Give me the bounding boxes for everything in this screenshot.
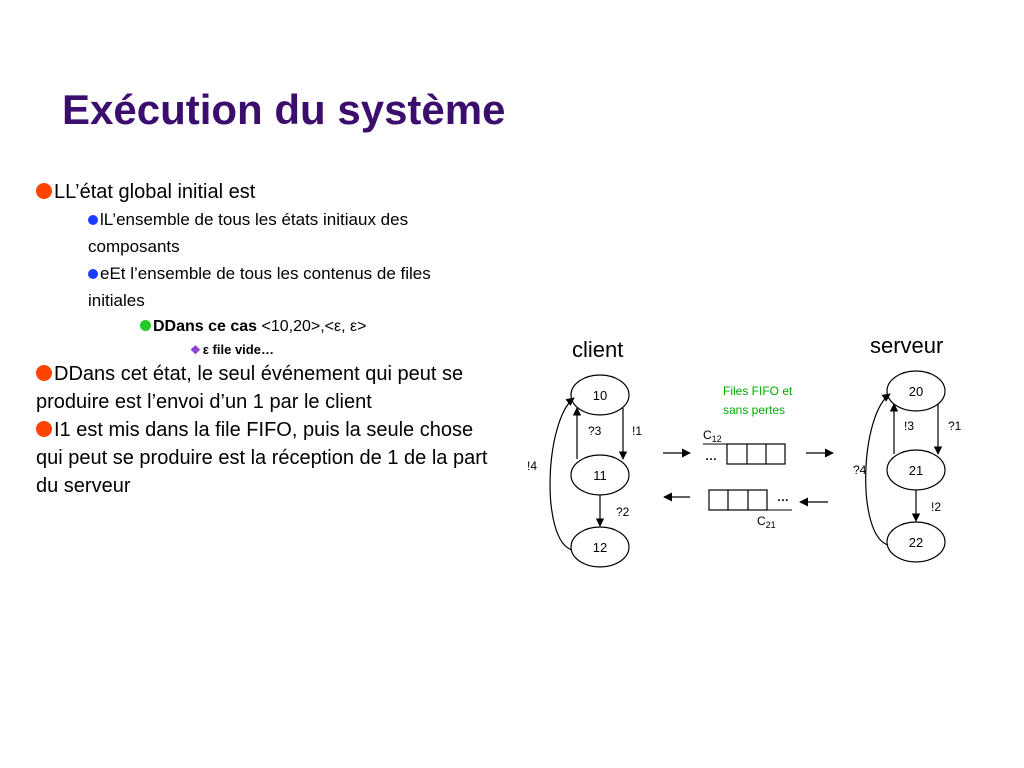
server-state-20-label: 20 [909, 384, 923, 399]
server-state-22 [886, 521, 946, 563]
client-trans-q2: ?2 [616, 505, 630, 519]
server-state-22-label: 22 [909, 535, 923, 550]
orange-bullet-icon [36, 421, 52, 437]
c21-label: C21 [757, 514, 776, 530]
sub-sub-sub-bullet-empty: ❖ε file vide… [190, 342, 274, 357]
bullet-list: LL’état global initial est lL’ensemble d… [36, 178, 526, 500]
orange-bullet-icon [36, 183, 52, 199]
server-state-21-label: 21 [909, 463, 923, 478]
server-label: serveur [870, 333, 943, 358]
server-automaton: 20 21 22 !3 ?1 ?4 !2 [853, 370, 962, 563]
client-state-12-label: 12 [593, 540, 607, 555]
orange-bullet-icon [36, 365, 52, 381]
sub-sub-bullet-case: DDans ce cas <10,20>,<ε, ε> [36, 314, 526, 340]
blue-bullet-icon [88, 269, 98, 279]
client-trans-e1: !1 [632, 424, 642, 438]
server-trans-q1: ?1 [948, 419, 962, 433]
client-state-11-label: 11 [593, 468, 607, 483]
bullet-event: DDans cet état, le seul événement qui pe… [36, 363, 464, 413]
c12-buffer [726, 443, 786, 465]
bullet-initial-state: LL’état global initial est [36, 178, 526, 206]
client-trans-q3: ?3 [588, 424, 602, 438]
c12-ellipsis: … [705, 449, 717, 463]
client-state-12 [570, 526, 630, 568]
client-state-10-label: 10 [593, 388, 607, 403]
channel-c12: C12 … [663, 428, 834, 465]
channel-c21: … C21 [663, 489, 828, 530]
c21-buffer [708, 489, 768, 511]
sub-bullet-files: eEt l’ensemble de tous les contenus de f… [88, 264, 431, 310]
bullet-fifo: I1 est mis dans la file FIFO, puis la se… [36, 419, 488, 497]
sub-bullet-components: lL’ensemble de tous les états initiaux d… [88, 210, 409, 256]
slide-title: Exécution du système [62, 86, 506, 133]
c21-ellipsis: … [777, 490, 789, 504]
client-trans-e4: !4 [527, 459, 537, 473]
server-trans-q4: ?4 [853, 463, 867, 477]
green-bullet-icon [140, 320, 151, 331]
fifo-note-line1: Files FIFO et [723, 384, 793, 398]
server-trans-e3: !3 [904, 419, 914, 433]
server-state-20 [886, 370, 946, 412]
fifo-note-line2: sans pertes [723, 403, 785, 417]
c12-label: C12 [703, 428, 722, 444]
blue-bullet-icon [88, 215, 98, 225]
client-label: client [572, 337, 623, 362]
client-state-10 [570, 374, 630, 416]
diamond-bullet-icon: ❖ [190, 343, 201, 357]
client-automaton: 10 11 12 ?3 !1 ?2 !4 [527, 374, 642, 568]
client-edge-12-10 [549, 397, 575, 551]
server-trans-e2: !2 [931, 500, 941, 514]
server-edge-22-20 [865, 393, 891, 546]
